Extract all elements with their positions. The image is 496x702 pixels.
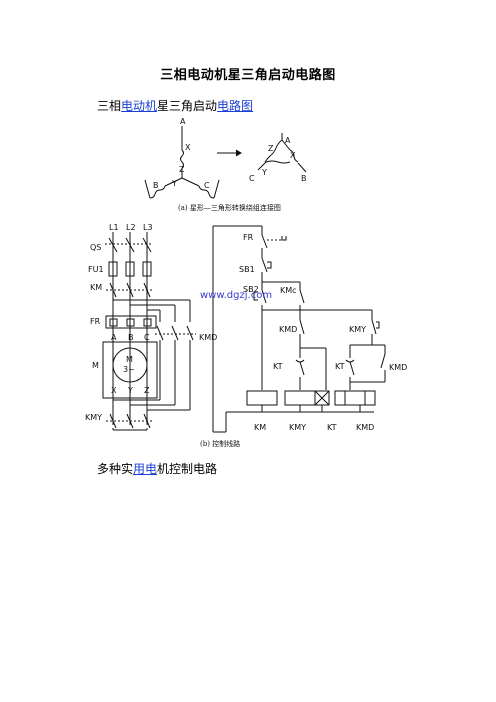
delta-label-a: A — [285, 136, 291, 145]
label-fr-power: FR — [90, 317, 101, 326]
label-fr-control: FR — [243, 233, 254, 242]
label-fu1: FU1 — [88, 265, 104, 274]
label-kmd-control-2: KMD — [389, 363, 407, 372]
label-kmd-control: KMD — [279, 325, 297, 334]
label-sb2: SB2 — [243, 285, 259, 294]
control-circuit — [212, 225, 386, 433]
circuit-diagram-link[interactable]: 电路图 — [217, 99, 254, 113]
terminal-c: C — [144, 333, 150, 342]
terminal-y: Y — [127, 386, 133, 395]
label-qs: QS — [90, 243, 101, 252]
terminal-z: Z — [144, 386, 150, 395]
label-l2: L2 — [126, 223, 136, 232]
label-kt-1: KT — [273, 362, 283, 371]
intro-text-1: 三相 — [97, 99, 122, 113]
coil-label: KMD — [356, 423, 374, 432]
delta-label-x: X — [290, 151, 296, 160]
label-m: M — [92, 361, 99, 370]
coil-label: KM — [254, 423, 266, 432]
terminal-b: B — [128, 333, 134, 342]
delta-label-c: C — [249, 174, 255, 183]
terminal-x: X — [111, 386, 117, 395]
label-l3: L3 — [143, 223, 153, 232]
page-title: 三相电动机星三角启动电路图 — [160, 68, 336, 83]
delta-label-z: Z — [268, 144, 274, 153]
caption-a: (a) 星形—三角形转换绕组连接图 — [178, 203, 281, 212]
motor-label-m: M — [126, 355, 133, 364]
coil-label: KMY — [289, 423, 306, 432]
star-label-y: Y — [171, 179, 177, 188]
star-winding-diagram — [144, 126, 220, 199]
label-kmc: KMc — [280, 286, 297, 295]
star-label-b: B — [153, 181, 159, 190]
star-label-z: Z — [179, 165, 185, 174]
star-label-c: C — [204, 181, 210, 190]
watermark: www.dgzj.com — [200, 290, 272, 301]
delta-winding-diagram — [257, 133, 307, 173]
coil-label: KT — [327, 423, 337, 432]
delta-label-b: B — [301, 174, 307, 183]
label-kt-2: KT — [335, 362, 345, 371]
label-l1: L1 — [109, 223, 119, 232]
label-kmd-power: KMD — [199, 333, 217, 342]
label-kmy-control: KMY — [349, 325, 366, 334]
terminal-a: A — [111, 333, 117, 342]
label-km: KM — [90, 283, 102, 292]
label-sb1: SB1 — [239, 265, 255, 274]
caption-b: (b) 控制线路 — [200, 439, 240, 448]
footer-line: 多种实用电机控制电路 — [97, 460, 217, 477]
motor-label-phase: 3~ — [123, 365, 135, 374]
intro-text-2: 星三角启动 — [157, 99, 218, 113]
star-label-x: X — [185, 143, 191, 152]
label-kmy-power: KMY — [85, 413, 102, 422]
delta-label-y: Y — [261, 168, 267, 177]
footer-text-1: 多种实 — [97, 462, 134, 476]
intro-line: 三相电动机星三角启动电路图 — [97, 97, 253, 114]
electric-link[interactable]: 用电 — [133, 462, 158, 476]
motor-link[interactable]: 电动机 — [121, 99, 158, 113]
star-label-a: A — [180, 117, 186, 126]
power-circuit — [102, 232, 196, 431]
footer-text-2: 机控制电路 — [157, 462, 218, 476]
